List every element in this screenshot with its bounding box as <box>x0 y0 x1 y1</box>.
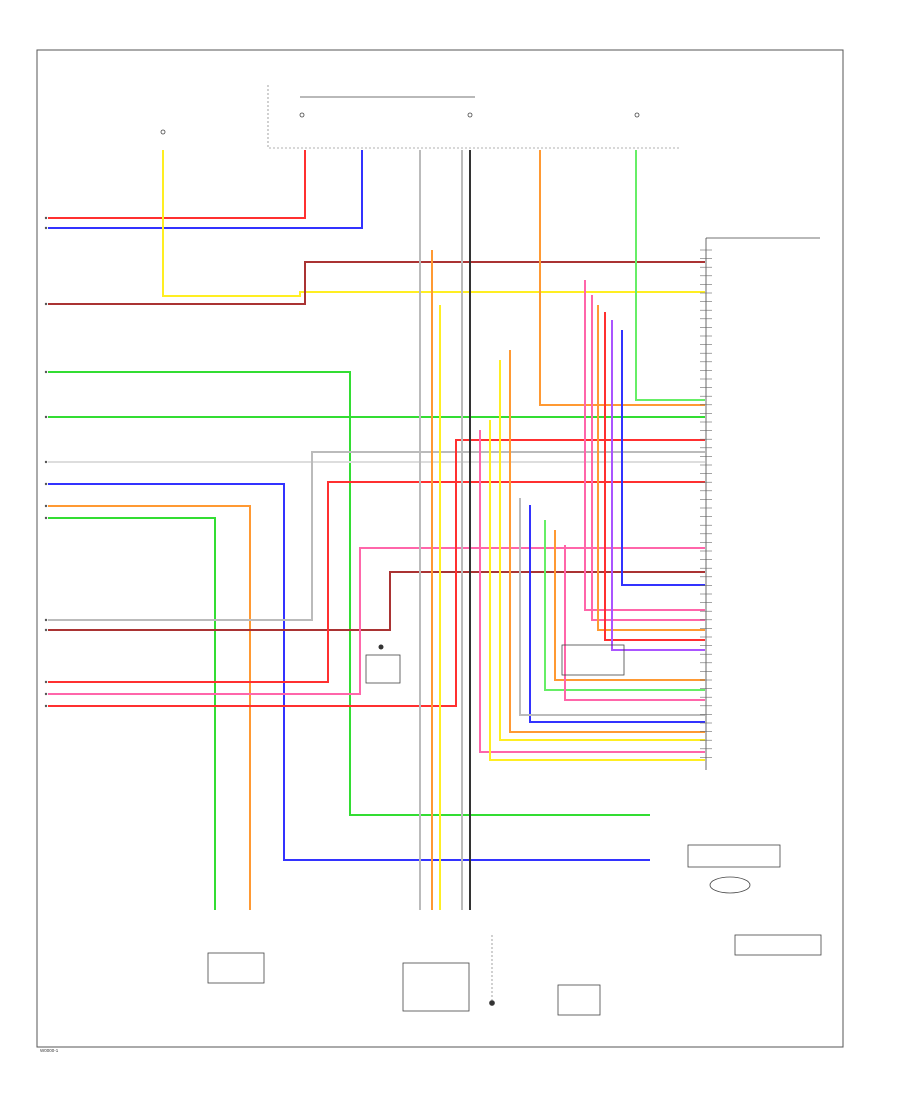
wire-red-26 <box>604 312 705 641</box>
wire-pink-14 <box>48 547 705 695</box>
wire-red-13 <box>48 481 705 683</box>
left-terminal <box>44 516 48 520</box>
bottom-left-relay <box>207 952 265 984</box>
wire-yellow-37 <box>489 420 705 761</box>
connector-pins <box>700 249 712 758</box>
fuse-3 <box>467 112 473 118</box>
wire-green-5 <box>48 371 650 816</box>
wire-orange-31 <box>554 530 705 681</box>
left-terminals <box>44 216 48 708</box>
diagram-frame <box>36 49 844 1048</box>
fuse-2 <box>299 112 305 118</box>
mid-switch-box <box>365 654 401 684</box>
wire-gray-33 <box>519 498 705 716</box>
left-terminal <box>44 704 48 708</box>
left-terminal <box>44 216 48 220</box>
right-relay-box <box>687 844 781 868</box>
wire-blue-2 <box>48 150 363 229</box>
wire-orange-10 <box>48 505 251 910</box>
wire-brown-12 <box>48 571 705 631</box>
wire-blue-29 <box>529 505 705 723</box>
left-terminal <box>44 460 48 464</box>
wire-gray-11 <box>48 451 705 621</box>
wire-green-9 <box>48 517 216 910</box>
fuse-group <box>160 112 640 135</box>
right-switch-box <box>734 934 822 956</box>
left-terminal <box>44 302 48 306</box>
wire-orange-16 <box>539 150 705 406</box>
left-terminal <box>44 370 48 374</box>
wire-pink-36 <box>479 430 705 753</box>
bottom-right-module <box>557 984 601 1016</box>
wire-red-15 <box>48 439 705 707</box>
wire-blue-28 <box>621 330 705 586</box>
wire-brown-4 <box>48 261 705 305</box>
wire-pink-32 <box>564 545 705 701</box>
wires <box>48 150 705 910</box>
wire-pink-24 <box>591 295 705 621</box>
wire-lightgreen-17 <box>635 150 705 401</box>
wire-purple-27 <box>611 320 705 651</box>
left-terminal <box>44 504 48 508</box>
footer-code: W0000-1 <box>40 1048 59 1053</box>
bottom-center-connector <box>402 962 470 1012</box>
left-terminal <box>44 692 48 696</box>
wire-blue-8 <box>48 483 650 861</box>
wire-pink-23 <box>584 280 705 611</box>
left-terminal <box>44 680 48 684</box>
fuse-4 <box>634 112 640 118</box>
left-terminal <box>44 482 48 486</box>
fuse-box-outline <box>267 85 680 149</box>
left-terminal <box>44 618 48 622</box>
left-terminal <box>44 415 48 419</box>
left-terminal <box>44 226 48 230</box>
wire-orange-35 <box>509 350 705 733</box>
ecu-connector <box>700 237 820 770</box>
wire-lightgreen-30 <box>544 520 705 691</box>
wire-yellow-34 <box>499 360 705 741</box>
right-coil <box>709 876 751 894</box>
wire-red-1 <box>48 150 306 219</box>
wire-yellow-3 <box>162 150 705 297</box>
left-terminal <box>44 628 48 632</box>
fuse-1 <box>160 129 166 135</box>
ground-symbol-2 <box>378 644 384 650</box>
ground-symbol-1 <box>489 935 495 1006</box>
wire-orange-25 <box>597 305 705 631</box>
mid-sensor-box <box>561 644 625 676</box>
